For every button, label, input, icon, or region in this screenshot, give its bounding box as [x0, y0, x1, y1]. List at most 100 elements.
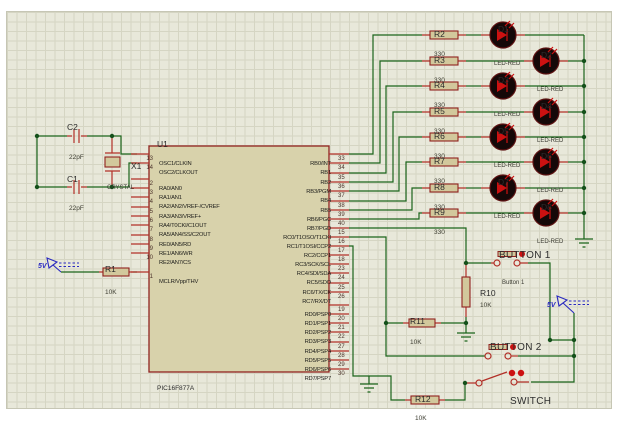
- led-type: LED-RED: [494, 112, 521, 118]
- wire[interactable]: [349, 245, 466, 401]
- pin-label: OSC2/CLKOUT: [159, 170, 198, 176]
- wire[interactable]: [349, 212, 422, 220]
- resistor-ref: R2: [434, 29, 445, 39]
- resistor-body[interactable]: [429, 56, 459, 66]
- pin-number: 8: [149, 237, 153, 243]
- pin-label: RC2/CCP1: [303, 253, 331, 259]
- capacitor-c2[interactable]: [67, 129, 87, 143]
- wire[interactable]: [518, 262, 575, 383]
- led-type: LED-RED: [537, 87, 564, 93]
- c1-ref: C1: [67, 174, 78, 184]
- junction-dot: [581, 83, 587, 89]
- resistor-body[interactable]: [429, 30, 459, 40]
- led-arrows: [547, 46, 558, 67]
- resistor-ref: R6: [434, 131, 445, 141]
- power-terminal-5v-right[interactable]: [556, 295, 589, 314]
- ground-symbol[interactable]: [457, 332, 475, 342]
- wire[interactable]: [36, 135, 137, 188]
- led-arrows: [504, 20, 515, 41]
- resistor-ref: R5: [434, 106, 445, 116]
- pin-number: 13: [146, 156, 153, 162]
- led-ref: D7: [498, 177, 509, 187]
- pin-label: RB7/PGD: [306, 226, 331, 232]
- wire[interactable]: [349, 60, 422, 164]
- pin-number: 34: [338, 165, 345, 171]
- pin-number: 26: [338, 294, 345, 300]
- led-ref: D5: [498, 126, 509, 136]
- resistor-body[interactable]: [429, 183, 459, 193]
- ground-symbol[interactable]: [575, 238, 593, 248]
- wire[interactable]: [349, 136, 422, 192]
- x1-ref: X1: [131, 161, 142, 171]
- junction-dot: [581, 134, 587, 140]
- led-arrows: [504, 71, 515, 92]
- pin-number: 15: [338, 230, 345, 236]
- resistor-body[interactable]: [429, 208, 459, 218]
- pin-label: RD7/PSP7: [304, 376, 332, 382]
- resistor-value: 330: [434, 77, 445, 84]
- pin-label: RC7/RX/DT: [302, 299, 331, 305]
- pin-label: RC4/SDI/SDA: [296, 271, 331, 277]
- r1-ref: R1: [105, 264, 116, 274]
- pin-label: RB6/PGC: [306, 217, 331, 223]
- resistor-body[interactable]: [429, 107, 459, 117]
- resistor-r12[interactable]: [405, 395, 445, 405]
- led-triangle: [497, 131, 507, 143]
- pin-number: 16: [338, 239, 345, 245]
- pin-label: RB3/PGM: [306, 189, 331, 195]
- wire[interactable]: [349, 111, 422, 183]
- pin-number: 38: [338, 203, 345, 209]
- led-triangle: [540, 55, 550, 67]
- junction-dots: [34, 133, 577, 386]
- button1-indicator-dot: [519, 251, 525, 257]
- pin-number: 36: [338, 184, 345, 190]
- capacitor-c1[interactable]: [67, 180, 87, 194]
- resistor-value: 330: [434, 51, 445, 58]
- wire[interactable]: [349, 187, 422, 211]
- wire[interactable]: [349, 236, 485, 357]
- resistor-r10[interactable]: [461, 265, 471, 317]
- led-ref: D2: [541, 50, 552, 60]
- crystal-x1[interactable]: [104, 138, 121, 185]
- switch[interactable]: [465, 369, 529, 387]
- ground-symbol[interactable]: [360, 383, 378, 393]
- pin-number: 19: [338, 307, 345, 313]
- button1[interactable]: [491, 251, 528, 267]
- r1-value: 10K: [105, 289, 117, 296]
- wire[interactable]: [349, 34, 422, 155]
- pin-number: 14: [146, 165, 153, 171]
- pin-number: 3: [149, 190, 153, 196]
- resistor-ref: R3: [434, 55, 445, 65]
- pin-number: 4: [149, 199, 153, 205]
- c2-value: 22pF: [69, 154, 84, 161]
- led-triangle: [497, 29, 507, 41]
- wire[interactable]: [349, 161, 422, 202]
- pin-label: RB1: [320, 170, 331, 176]
- power-terminal-5v-left[interactable]: [46, 257, 79, 273]
- junction-dot: [581, 58, 587, 64]
- pin-number: 29: [338, 362, 345, 368]
- pin-label: RD4/PSP4: [304, 349, 332, 355]
- r10-ref: R10: [480, 288, 496, 298]
- resistor-body[interactable]: [429, 81, 459, 91]
- schematic-canvas[interactable]: U1 PIC16F877A C2 22pF C1 22pF X1 CRYSTAL…: [6, 11, 612, 422]
- chip-body[interactable]: [148, 145, 330, 373]
- led-arrows: [504, 173, 515, 194]
- button2[interactable]: [484, 344, 518, 360]
- r11-value: 10K: [410, 339, 422, 346]
- pin-label: RD5/PSP5: [304, 358, 332, 364]
- resistor-r11[interactable]: [403, 318, 441, 328]
- resistor-value: 330: [434, 128, 445, 135]
- pin-number: 1: [149, 274, 153, 280]
- wire[interactable]: [349, 85, 422, 174]
- led-arrows: [504, 122, 515, 143]
- wire[interactable]: [349, 227, 491, 264]
- button2-label: BUTTON 2: [490, 342, 542, 353]
- resistor-body[interactable]: [429, 157, 459, 167]
- pin-number: 20: [338, 316, 345, 322]
- pin-label: RA5/AN4/SS/C2OUT: [159, 232, 211, 238]
- junction-dot: [581, 159, 587, 165]
- pin-label: RA1/AN1: [159, 195, 182, 201]
- resistor-body[interactable]: [429, 132, 459, 142]
- resistor-ref: R8: [434, 182, 445, 192]
